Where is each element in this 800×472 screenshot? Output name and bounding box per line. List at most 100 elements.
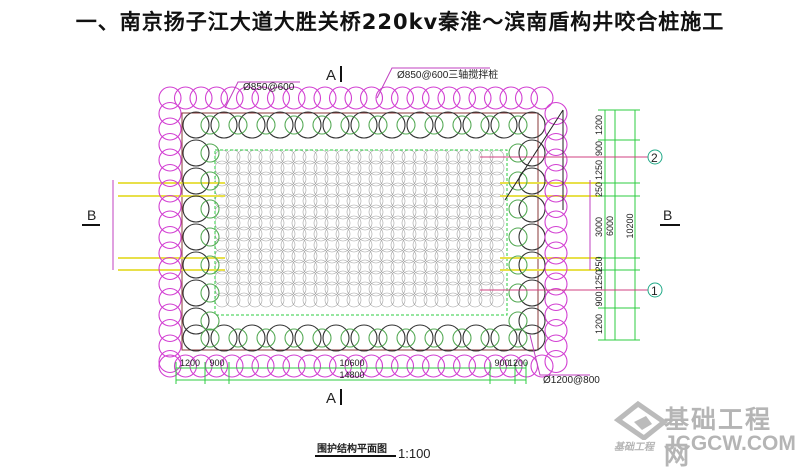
grid-pile — [489, 259, 505, 275]
grid-pile — [445, 237, 461, 253]
inner-pile-spec: Ø850@600三轴搅拌桩 — [397, 68, 498, 81]
grid-pile — [280, 292, 296, 308]
grid-pile — [368, 281, 384, 297]
grid-pile — [467, 193, 483, 209]
grid-pile — [214, 226, 230, 242]
grid-pile — [390, 160, 406, 176]
grid-pile — [269, 193, 285, 209]
grid-pile — [291, 270, 307, 286]
grid-pile — [467, 292, 483, 308]
grid-pile — [291, 237, 307, 253]
grid-pile — [236, 182, 252, 198]
grid-pile — [357, 248, 373, 264]
grid-pile — [467, 226, 483, 242]
bite-pile-inner — [284, 115, 304, 135]
grid-pile — [225, 204, 241, 220]
bite-pile-inner — [200, 115, 220, 135]
grid-pile — [467, 182, 483, 198]
grid-pile — [269, 248, 285, 264]
grid-pile — [236, 215, 252, 231]
bite-pile — [182, 139, 210, 167]
bite-pile-inner — [256, 115, 276, 135]
grid-pile — [346, 226, 362, 242]
mixing-pile — [158, 148, 182, 172]
bite-pile-inner — [508, 328, 528, 348]
bite-pile — [406, 324, 434, 352]
dim-right-label: 3000 — [594, 217, 604, 237]
grid-pile — [247, 149, 263, 165]
grid-pile — [302, 248, 318, 264]
outer-mixing-pile-ring — [158, 86, 568, 378]
grid-pile — [313, 248, 329, 264]
grid-pile — [335, 204, 351, 220]
mixing-pile — [251, 86, 275, 110]
bite-pile-inner — [396, 115, 416, 135]
grid-pile — [313, 171, 329, 187]
grid-pile — [313, 182, 329, 198]
grid-pile — [379, 248, 395, 264]
grid-pile — [390, 259, 406, 275]
grid-pile — [379, 237, 395, 253]
grid-pile — [357, 259, 373, 275]
grid-pile — [478, 215, 494, 231]
grid-pile — [423, 248, 439, 264]
mixing-pile — [158, 194, 182, 219]
grid-pile — [445, 182, 461, 198]
grid-pile — [357, 160, 373, 176]
grid-pile — [247, 270, 263, 286]
grid-pile — [346, 292, 362, 308]
grid-pile — [313, 160, 329, 176]
mixing-pile — [544, 349, 568, 374]
grid-pile — [291, 149, 307, 165]
grid-pile — [269, 226, 285, 242]
grid-pile — [324, 215, 340, 231]
grid-pile — [346, 248, 362, 264]
grid-pile — [302, 237, 318, 253]
grid-pile — [247, 248, 263, 264]
grid-pile — [269, 215, 285, 231]
bite-pile — [182, 251, 210, 279]
grid-pile — [247, 193, 263, 209]
grid-pile — [489, 182, 505, 198]
grid-pile — [489, 292, 505, 308]
grid-pile — [445, 215, 461, 231]
mixing-pile — [189, 354, 213, 378]
grid-pile — [412, 237, 428, 253]
mixing-pile — [530, 86, 554, 110]
grid-pile — [379, 259, 395, 275]
grid-pile — [445, 193, 461, 209]
bite-pile-inner — [340, 115, 360, 135]
bite-pile-inner — [228, 328, 248, 348]
bite-pile-inner — [312, 115, 332, 135]
grid-pile — [357, 193, 373, 209]
grid-pile — [225, 171, 241, 187]
grid-pile — [225, 215, 241, 231]
mixing-pile — [483, 86, 508, 110]
mixing-pile — [544, 272, 568, 296]
grid-pile — [401, 193, 417, 209]
mixing-pile — [499, 354, 523, 378]
bite-pile — [294, 324, 322, 352]
grid-pile — [401, 204, 417, 220]
grid-pile — [291, 226, 307, 242]
mixing-pile — [514, 86, 539, 110]
grid-pile — [478, 160, 494, 176]
grid-pile — [302, 215, 318, 231]
grid-pile — [280, 182, 296, 198]
grid-pile — [302, 259, 318, 275]
bite-pile — [294, 111, 322, 139]
bite-pile-inner — [508, 199, 528, 219]
grid-pile — [412, 182, 428, 198]
mixing-pile — [158, 101, 182, 126]
mixing-pile — [544, 303, 568, 327]
grid-pile — [445, 281, 461, 297]
grid-pile — [445, 171, 461, 187]
grid-pile — [258, 215, 274, 231]
mixing-pile — [158, 256, 182, 281]
mixing-pile — [251, 354, 275, 378]
grid-pile — [456, 248, 472, 264]
grid-pile — [280, 204, 296, 220]
bite-pile-inner — [200, 143, 220, 163]
bite-pile-inner — [200, 311, 220, 331]
grid-pile — [478, 182, 494, 198]
